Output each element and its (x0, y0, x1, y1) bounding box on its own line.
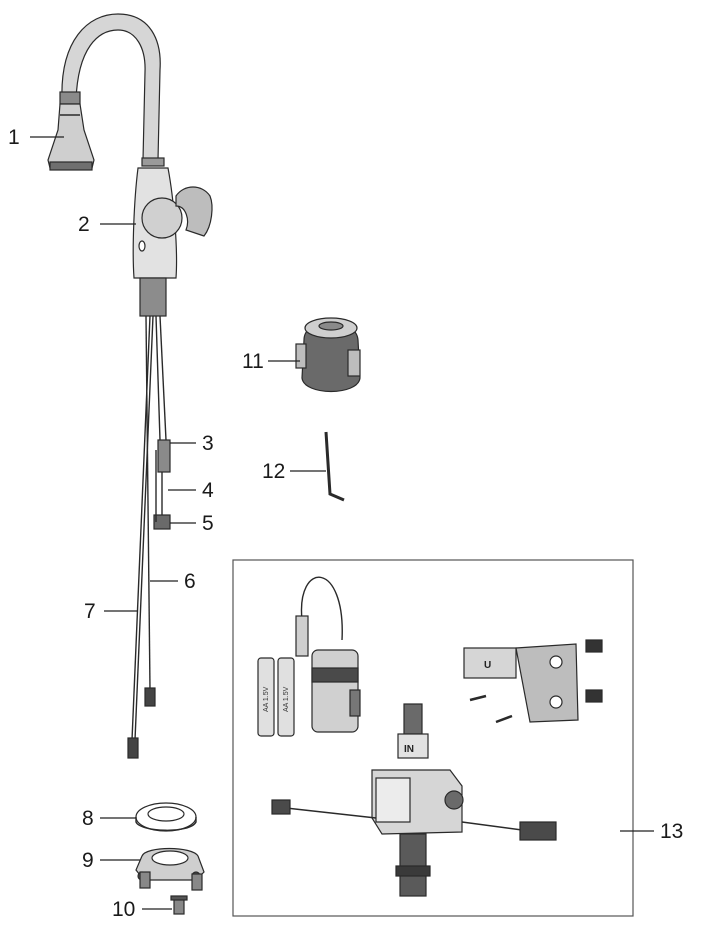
battery-pack (295, 576, 361, 733)
callout-7: 7 (84, 600, 96, 623)
clip-bracket: U (463, 639, 603, 724)
supply-lines (127, 315, 171, 759)
part-13-kit-frame (232, 559, 634, 917)
callout-12: 12 (262, 460, 286, 483)
solenoid-valve: IN (271, 703, 557, 897)
callout-3: 3 (202, 432, 214, 455)
battery-1-label: AA 1.5V (263, 686, 270, 712)
callout-1: 1 (8, 126, 20, 149)
inlet-label: IN (404, 744, 414, 755)
callout-2: 2 (78, 213, 90, 236)
faucet-body-part-2 (132, 157, 213, 317)
callout-11: 11 (242, 350, 264, 373)
callout-13: 13 (660, 820, 684, 843)
callout-8: 8 (82, 807, 94, 830)
callout-9: 9 (82, 849, 94, 872)
allen-key-part-12 (324, 431, 345, 502)
callout-4: 4 (202, 479, 214, 502)
callout-6: 6 (184, 570, 196, 593)
washer-part-8 (135, 802, 197, 832)
battery-2-label: AA 1.5V (283, 686, 290, 712)
aa-batteries: AA 1.5V AA 1.5V (257, 657, 295, 737)
callout-10: 10 (112, 898, 136, 921)
sensor-cap-part-11 (295, 317, 361, 393)
clip-label: U (484, 660, 491, 671)
bracket-part-9 (135, 847, 205, 881)
screws-part-10 (139, 871, 203, 915)
spray-head-part-1 (47, 103, 95, 171)
callout-5: 5 (202, 512, 214, 535)
leader-lines (30, 136, 654, 910)
